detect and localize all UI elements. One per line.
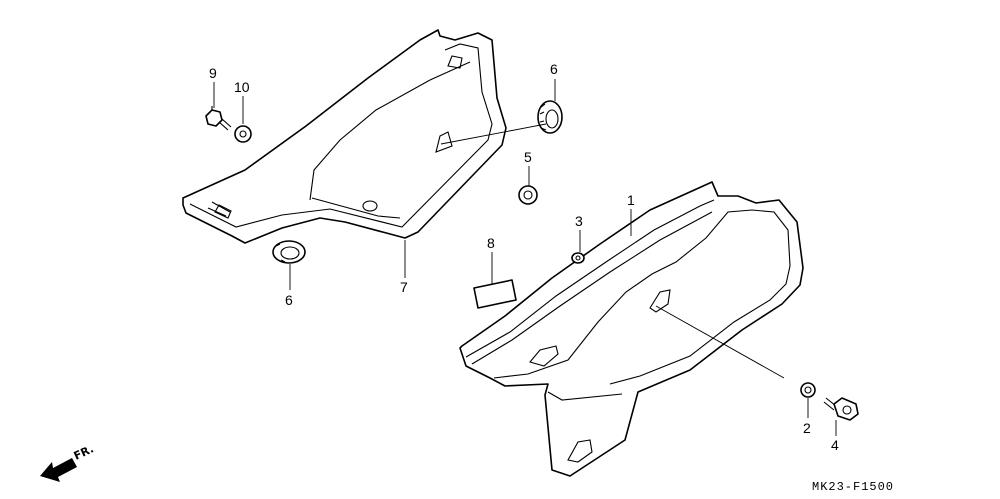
part-2-collar [800, 382, 816, 398]
callout-7: 7 [400, 279, 408, 295]
part-6-grommet-top [537, 100, 563, 134]
callout-6-left: 6 [285, 292, 293, 308]
drawing-code: MK23-F1500 [812, 480, 894, 494]
part-5-grommet [518, 185, 538, 205]
part-8-label [473, 279, 517, 309]
callout-2: 2 [803, 420, 811, 436]
front-arrow: FR. [40, 442, 96, 482]
callout-3: 3 [575, 213, 583, 229]
front-label: FR. [72, 442, 96, 462]
callout-10: 10 [234, 79, 250, 95]
callout-8: 8 [487, 235, 495, 251]
part-10-collar [234, 125, 252, 143]
callout-9: 9 [209, 65, 217, 81]
front-arrow-icon [40, 458, 77, 482]
right-side-cover [459, 181, 804, 477]
callout-labels: 9 10 6 5 3 1 8 7 6 2 4 [209, 61, 839, 453]
callout-4: 4 [831, 437, 839, 453]
callout-1: 1 [627, 192, 635, 208]
leader-lines [213, 79, 837, 436]
part-3-washer [571, 252, 585, 264]
callout-5: 5 [524, 149, 532, 165]
left-side-cover [182, 29, 507, 244]
callout-6-top: 6 [550, 61, 558, 77]
part-6-grommet-left [272, 240, 306, 264]
part-4-bolt [823, 397, 859, 421]
part-9-bolt [205, 106, 232, 131]
